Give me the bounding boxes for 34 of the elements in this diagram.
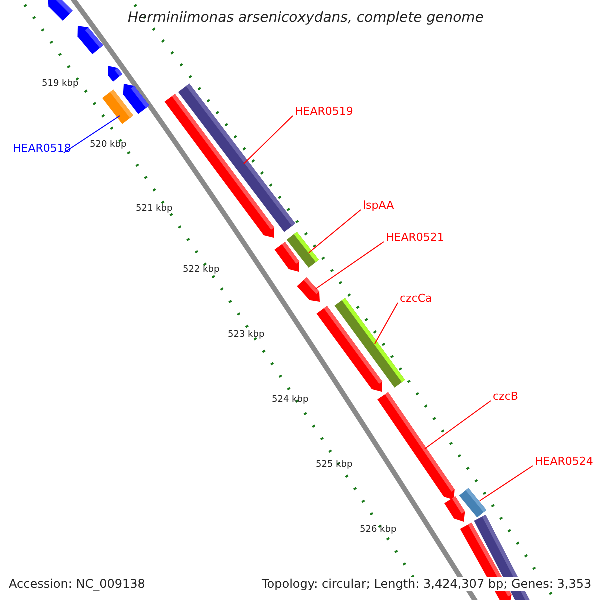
leader-line xyxy=(480,466,534,502)
tick-label: 520 kbp xyxy=(90,141,127,150)
gene-feature xyxy=(378,392,455,500)
gene-label: czcB xyxy=(493,391,518,402)
tick-label: 526 kbp xyxy=(360,526,397,535)
gene-label: HEAR0521 xyxy=(386,232,444,243)
tick-label: 523 kbp xyxy=(228,331,265,340)
gene-feature xyxy=(48,0,73,21)
tick-label: 525 kbp xyxy=(316,461,353,470)
gene-feature xyxy=(297,278,320,302)
footer-text: Topology: circular; Length: 3,424,307 bp; Genes: 3,353 xyxy=(262,577,592,591)
gene-feature xyxy=(108,66,123,82)
title: Herminiimonas arsenicoxydans, complete genome xyxy=(128,11,484,25)
leader-line xyxy=(64,116,120,154)
leader-line xyxy=(374,302,398,344)
gene-feature xyxy=(316,306,383,392)
gene-label: HEAR0524 xyxy=(535,456,594,467)
gene-label: HEAR0519 xyxy=(295,106,354,117)
tick-label: 522 kbp xyxy=(183,266,220,275)
gene-feature xyxy=(274,242,300,272)
gene-label: lspAA xyxy=(363,200,394,211)
gene-feature xyxy=(444,496,466,522)
tick-label: 524 kbp xyxy=(272,396,309,405)
leader-line xyxy=(244,116,294,164)
gene-label: HEAR0518 xyxy=(13,143,72,154)
gene-feature xyxy=(123,84,150,114)
leader-line xyxy=(316,242,384,290)
leader-line xyxy=(308,210,362,254)
gene-feature xyxy=(78,26,104,54)
tick-label: 521 kbp xyxy=(136,205,173,214)
gene-label: czcCa xyxy=(400,293,432,304)
tick-label: 519 kbp xyxy=(42,80,79,89)
leader-line xyxy=(424,400,492,450)
footer-text: Accession: NC_009138 xyxy=(9,577,146,591)
